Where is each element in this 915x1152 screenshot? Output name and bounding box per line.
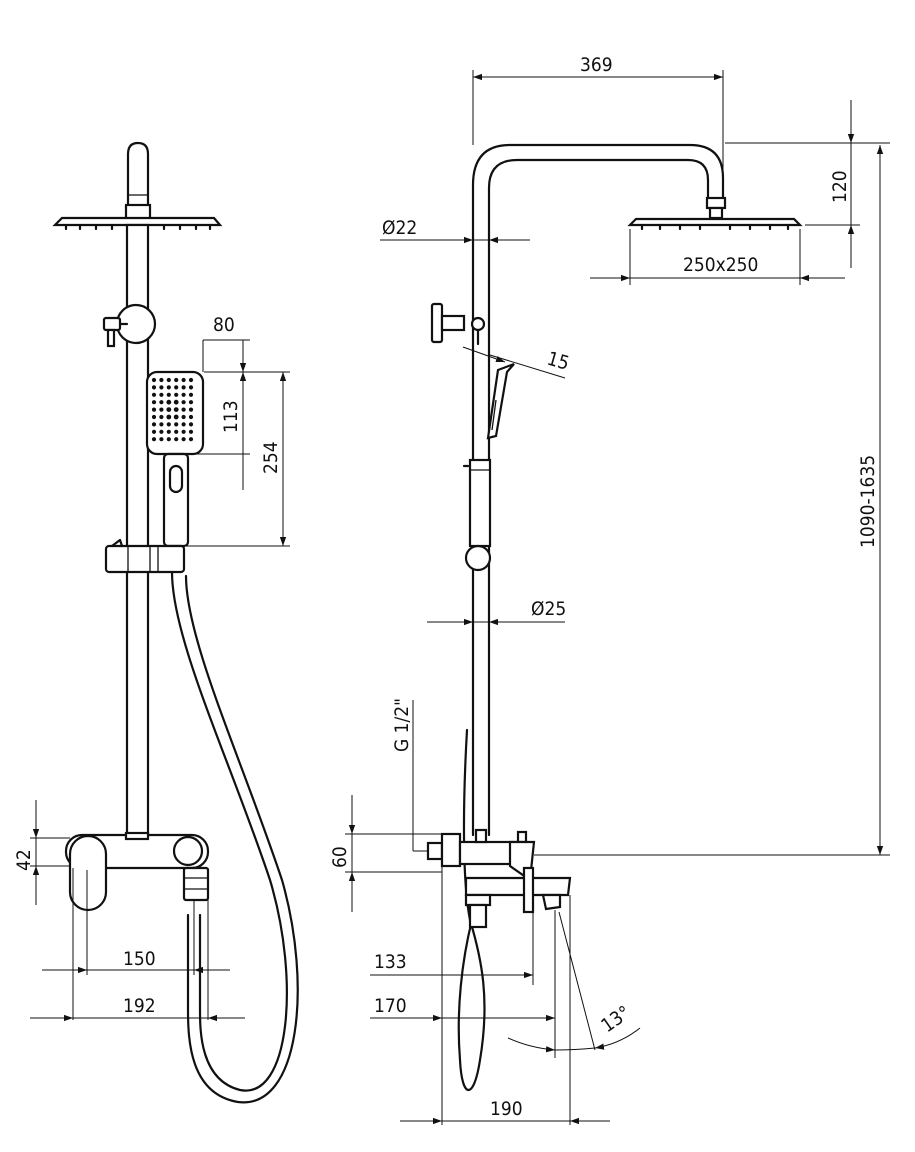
spray-nozzle-pattern xyxy=(151,377,194,442)
spray-nozzle xyxy=(181,392,186,397)
spray-nozzle xyxy=(181,407,186,412)
dim-total-height: 1090-1635 xyxy=(857,455,879,548)
spray-nozzle xyxy=(173,399,179,405)
spray-nozzle xyxy=(151,429,157,434)
dim-spout-170: 170 xyxy=(374,995,407,1017)
spray-nozzle xyxy=(174,429,179,434)
mixer-side xyxy=(426,828,572,929)
rain-head-nozzles xyxy=(64,223,212,231)
rain-head-side xyxy=(627,217,803,227)
dim-handset-head-length: 113 xyxy=(220,400,242,433)
spray-nozzle xyxy=(166,385,171,390)
shower-hose-front xyxy=(170,570,288,1092)
spray-nozzle xyxy=(159,392,164,397)
side-view: 369 120 250x250 Ø22 15 1090-1635 Ø25 G 1… xyxy=(329,54,890,1125)
hand-shower-side xyxy=(462,362,515,572)
spray-nozzle xyxy=(174,437,179,442)
dim-mixer-width-150: 150 xyxy=(123,948,156,970)
shower-arm xyxy=(471,143,725,837)
spray-nozzle xyxy=(181,377,186,383)
dim-arm-diameter: Ø22 xyxy=(382,217,417,239)
spray-nozzle xyxy=(151,392,157,397)
spray-nozzle xyxy=(151,385,157,390)
dim-spout-133: 133 xyxy=(374,951,407,973)
dim-mixer-width-192: 192 xyxy=(123,995,156,1017)
spray-nozzle xyxy=(166,392,171,397)
spray-nozzle xyxy=(181,400,186,405)
rail-top-cap xyxy=(126,141,150,209)
spray-nozzle xyxy=(159,437,164,442)
spray-nozzle xyxy=(159,400,164,405)
spray-nozzle xyxy=(159,422,164,427)
dimension-lines-front xyxy=(30,339,290,1022)
dim-handle-height: 42 xyxy=(13,849,35,871)
spray-nozzle xyxy=(166,399,172,405)
dim-spout-190: 190 xyxy=(490,1098,523,1120)
spray-nozzle xyxy=(181,422,186,427)
dim-head-offset: 369 xyxy=(580,54,613,76)
spray-nozzle xyxy=(151,407,157,412)
rain-head-side-nozzles xyxy=(640,223,790,231)
front-view: 80 113 254 42 150 192 xyxy=(13,141,299,1104)
spray-nozzle xyxy=(181,414,186,420)
spray-nozzle xyxy=(188,414,194,420)
dimension-lines-side xyxy=(345,70,890,1125)
spray-nozzle xyxy=(151,437,157,442)
spray-nozzle xyxy=(166,429,171,434)
spray-nozzle xyxy=(188,422,194,427)
spray-nozzle xyxy=(166,414,172,420)
spray-nozzle xyxy=(173,414,179,420)
spray-nozzle xyxy=(151,377,157,383)
spray-nozzle xyxy=(159,429,164,434)
spray-nozzle xyxy=(151,400,157,405)
spray-nozzle xyxy=(188,429,194,434)
dim-spout-angle: 13° xyxy=(597,1002,634,1037)
spray-nozzle xyxy=(166,422,171,427)
spray-nozzle xyxy=(151,414,157,420)
spray-nozzle xyxy=(166,377,171,383)
spray-nozzle xyxy=(174,377,179,383)
dim-mixer-height: 60 xyxy=(329,846,351,868)
spray-nozzle xyxy=(174,392,179,397)
hand-shower-front xyxy=(145,370,205,548)
slider-holder-front xyxy=(104,538,186,574)
spray-nozzle xyxy=(166,437,171,442)
spray-nozzle xyxy=(188,392,194,397)
dim-bar-diameter: Ø25 xyxy=(531,598,566,620)
diverter-knob-side xyxy=(430,302,486,346)
spray-nozzle xyxy=(159,377,164,383)
dim-handset-length: 254 xyxy=(260,441,282,474)
mixer-front xyxy=(64,831,210,912)
dim-inlet-thread: G 1/2" xyxy=(391,698,413,752)
dim-head-size: 250x250 xyxy=(683,254,758,276)
spray-nozzle xyxy=(174,422,179,427)
spray-nozzle xyxy=(181,437,186,442)
spray-nozzle xyxy=(151,422,157,427)
spray-nozzle xyxy=(181,429,186,434)
spray-nozzle xyxy=(166,407,172,412)
spray-nozzle xyxy=(173,407,179,412)
spray-nozzle xyxy=(188,407,194,412)
dim-handset-width: 80 xyxy=(213,314,235,336)
dim-tilt-angle: 15 xyxy=(545,348,572,375)
spray-nozzle xyxy=(181,385,186,390)
spray-nozzle xyxy=(188,385,194,390)
dim-head-height: 120 xyxy=(829,170,851,203)
diverter-knob-front xyxy=(102,303,157,348)
spray-nozzle xyxy=(188,377,194,383)
spray-nozzle xyxy=(159,414,164,420)
spray-nozzle xyxy=(188,437,194,442)
spray-nozzle xyxy=(159,407,164,412)
spray-nozzle xyxy=(174,385,179,390)
spray-nozzle xyxy=(188,400,194,405)
spray-nozzle xyxy=(159,385,164,390)
